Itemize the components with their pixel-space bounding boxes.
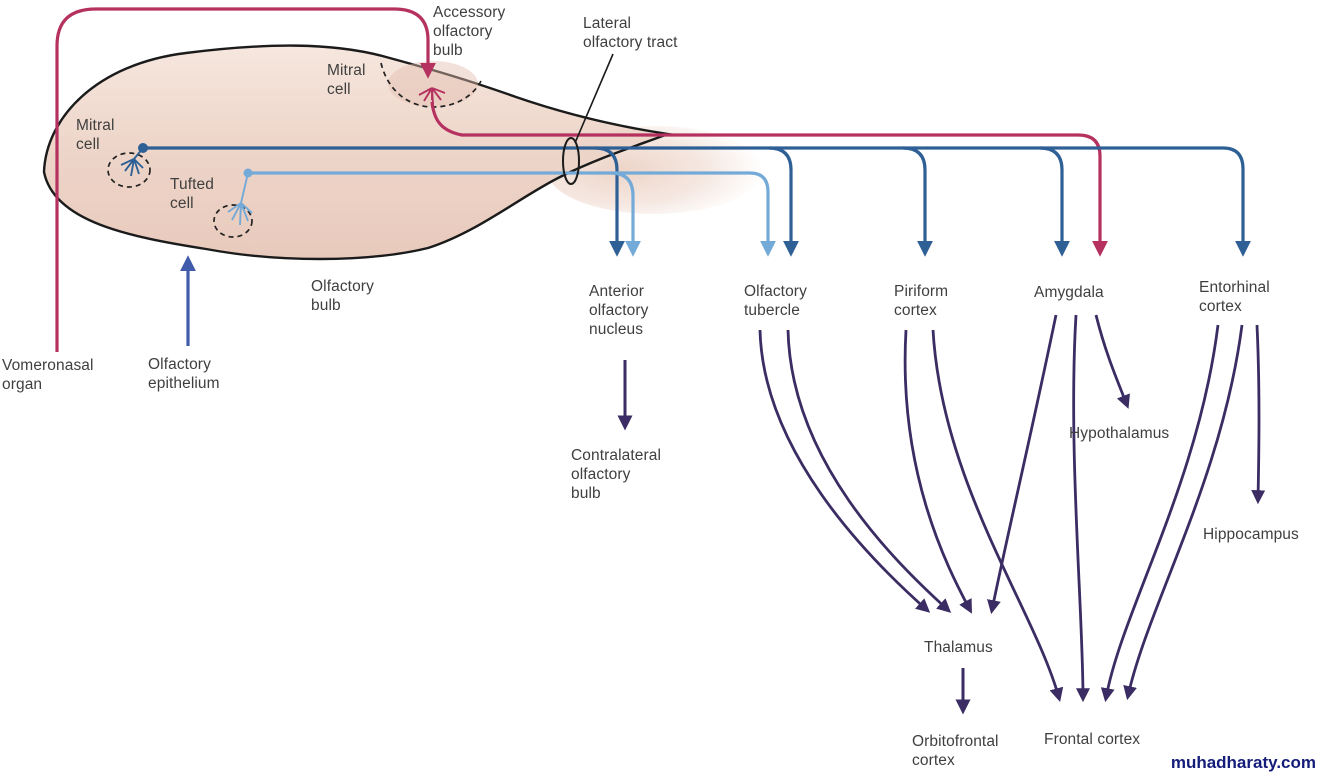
label-accessory-olfactory-bulb: Accessory olfactory bulb	[433, 4, 506, 59]
label-vomeronasal-organ: Vomeronasal organ	[2, 357, 94, 393]
amygdala-to-thalamus-line	[987, 314, 1058, 615]
entorhinal-to-hippocampus-line	[1251, 324, 1266, 505]
lateral-olfactory-tract-ellipse	[562, 137, 580, 185]
label-entorhinal-cortex: Entorhinal cortex	[1199, 279, 1270, 315]
olfactory-bulb-shape	[44, 45, 668, 259]
mitral-projection-main-line	[143, 146, 1251, 257]
label-olfactory-tubercle: Olfactory tubercle	[744, 283, 807, 319]
piriform-to-frontal-line	[931, 329, 1064, 703]
label-orbitofrontal-cortex: Orbitofrontal cortex	[912, 733, 999, 769]
watermark-text: muhadharaty.com	[1170, 753, 1316, 772]
mitral-cell-soma-dot	[138, 143, 148, 153]
label-hippocampus: Hippocampus	[1203, 526, 1299, 543]
vomeronasal-pathway-line	[55, 7, 436, 352]
accessory-bulb-shading	[388, 61, 478, 107]
label-mitral-cell-top: Mitral cell	[327, 62, 366, 98]
mitral-cell-dashed-circle	[107, 152, 151, 188]
tufted-cell-glomerulus	[227, 172, 253, 226]
mitral-branch-piriform-cortex	[902, 146, 933, 257]
label-frontal-cortex: Frontal cortex	[1044, 731, 1141, 748]
label-olfactory-bulb: Olfactory bulb	[311, 278, 374, 314]
tubercle-to-thalamus-line-2	[786, 329, 952, 613]
label-lateral-olfactory-tract: Lateral olfactory tract	[583, 15, 678, 51]
label-tufted-cell: Tufted cell	[170, 176, 214, 212]
label-amygdala: Amygdala	[1034, 284, 1104, 301]
mitral-branch-amygdala	[1039, 146, 1070, 257]
tufted-branch-anterior-olfactory-nucleus	[610, 171, 641, 257]
amygdala-to-frontal-line	[1072, 314, 1090, 703]
entorhinal-to-frontal-line-1	[1100, 324, 1220, 703]
label-hypothalamus: Hypothalamus	[1069, 425, 1170, 442]
tufted-cell-soma-dot	[243, 168, 253, 178]
mitral-cell-glomerulus	[120, 147, 144, 177]
accessory-bulb-glomerulus	[418, 87, 446, 105]
label-thalamus: Thalamus	[924, 639, 993, 656]
label-anterior-olfactory-nucleus: Anterior olfactory nucleus	[589, 283, 649, 338]
mitral-branch-olfactory-tubercle	[768, 146, 799, 257]
tufted-projection-main-line	[248, 171, 776, 257]
mitral-branch-anterior-olfactory-nucleus	[594, 146, 625, 257]
entorhinal-to-frontal-line-2	[1123, 324, 1244, 701]
tubercle-to-thalamus-line-1	[758, 329, 931, 613]
lateral-olfactory-tract-pointer-line	[574, 53, 614, 144]
piriform-to-thalamus-line	[903, 329, 972, 614]
label-mitral-cell-left: Mitral cell	[76, 117, 115, 153]
label-contralateral-olfactory-bulb: Contralateral olfactory bulb	[571, 447, 662, 502]
label-olfactory-epithelium: Olfactory epithelium	[148, 356, 220, 392]
tufted-cell-dashed-circle	[213, 204, 253, 238]
label-piriform-cortex: Piriform cortex	[894, 283, 949, 319]
amygdala-to-hypothalamus-line	[1094, 314, 1130, 409]
